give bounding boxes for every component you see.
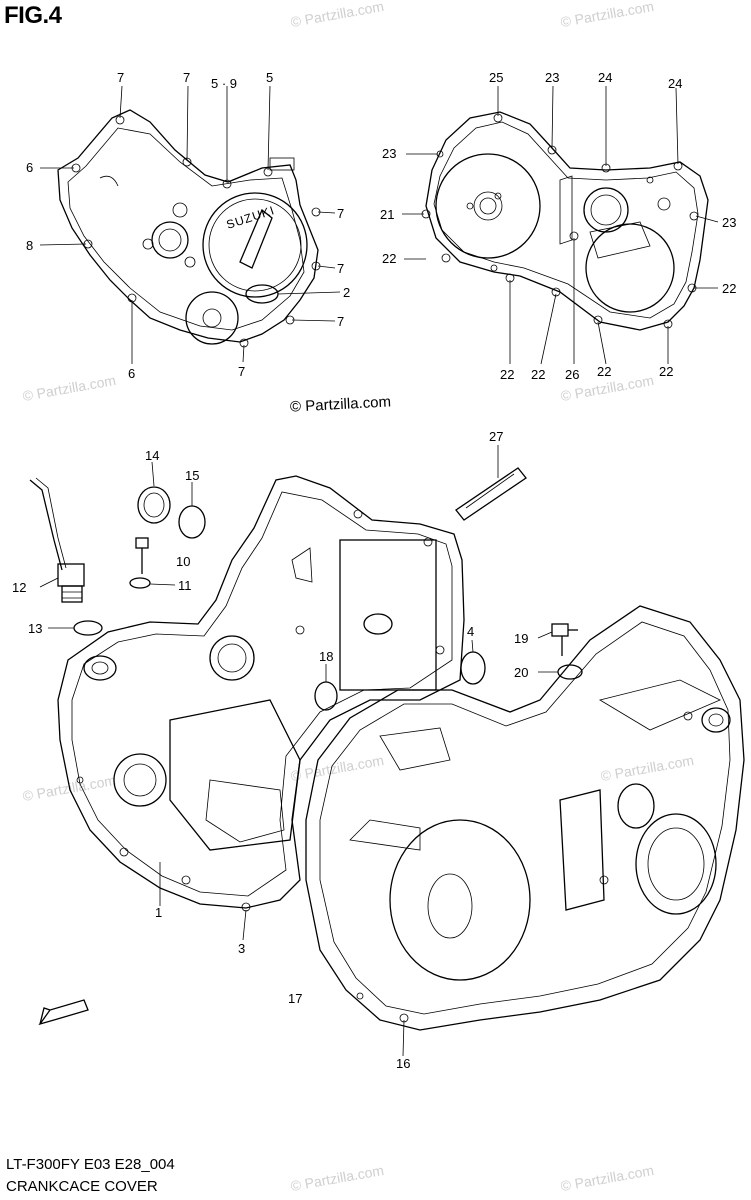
plug-14[interactable]: [137, 486, 171, 524]
gasket-27[interactable]: [455, 467, 527, 521]
callout-22: 22: [382, 251, 396, 266]
callout-13: 13: [28, 621, 42, 636]
washer-11[interactable]: [129, 577, 151, 589]
callout-leaders-top-left: [39, 85, 341, 364]
callout-10: 10: [176, 554, 190, 569]
callout-22: 22: [597, 364, 611, 379]
callout-7: 7: [117, 70, 124, 85]
callout-leaders-top-right: [402, 85, 719, 365]
callout-24: 24: [598, 70, 612, 85]
callout-27: 27: [489, 429, 503, 444]
callout-21: 21: [380, 207, 394, 222]
section-name: CRANKCACE COVER: [6, 1178, 158, 1195]
front-arrow: [38, 999, 89, 1026]
callout-7: 7: [238, 364, 245, 379]
callout-22: 22: [722, 281, 736, 296]
callout-24: 24: [668, 76, 682, 91]
callout-22: 22: [500, 367, 514, 382]
dowel-pin-18[interactable]: [314, 681, 338, 711]
callout-15: 15: [185, 468, 199, 483]
left-crankcase-half[interactable]: [57, 475, 465, 912]
callout-22: 22: [531, 367, 545, 382]
callout-7: 7: [337, 314, 344, 329]
callout-18: 18: [319, 649, 333, 664]
callout-8: 8: [26, 238, 33, 253]
callout-1: 1: [155, 905, 162, 920]
callout-2: 2: [343, 285, 350, 300]
right-crankcase-half[interactable]: [305, 605, 745, 1031]
figure-title: FIG.4: [4, 2, 62, 29]
oil-level-sender[interactable]: [29, 477, 85, 603]
callout-7: 7: [337, 206, 344, 221]
left-crankcase-cover[interactable]: SUZUKI: [57, 109, 321, 348]
callout-25: 25: [489, 70, 503, 85]
o-ring-13[interactable]: [73, 620, 103, 636]
callout-23: 23: [545, 70, 559, 85]
callout-3: 3: [238, 941, 245, 956]
callout-11: 11: [178, 578, 192, 593]
callout-14: 14: [145, 448, 159, 463]
callout-leaders-bottom: [39, 445, 558, 1057]
callout-labels: 7 7 5 · 9 5 6 8 6 7 7 2 7 7 25 23 24 24 …: [12, 70, 736, 1071]
callout-5-9: 5 · 9: [211, 76, 237, 91]
callout-5: 5: [266, 70, 273, 85]
dowel-pin-4[interactable]: [460, 651, 486, 685]
callout-23: 23: [382, 146, 396, 161]
callout-16: 16: [396, 1056, 410, 1071]
model-code: LT-F300FY E03 E28_004: [6, 1156, 175, 1173]
callout-22: 22: [659, 364, 673, 379]
callout-17: 17: [288, 991, 302, 1006]
callout-6: 6: [26, 160, 33, 175]
bolt-19[interactable]: [551, 623, 578, 656]
callout-4: 4: [467, 624, 474, 639]
bolt-10[interactable]: [135, 537, 149, 574]
o-ring-15[interactable]: [178, 505, 206, 539]
callout-7: 7: [337, 261, 344, 276]
callout-20: 20: [514, 665, 528, 680]
callout-23: 23: [722, 215, 736, 230]
washer-20[interactable]: [557, 664, 583, 680]
callout-7: 7: [183, 70, 190, 85]
callout-19: 19: [514, 631, 528, 646]
callout-26: 26: [565, 367, 579, 382]
right-crankcase-cover[interactable]: [421, 111, 709, 331]
callout-12: 12: [12, 580, 26, 595]
callout-6: 6: [128, 366, 135, 381]
